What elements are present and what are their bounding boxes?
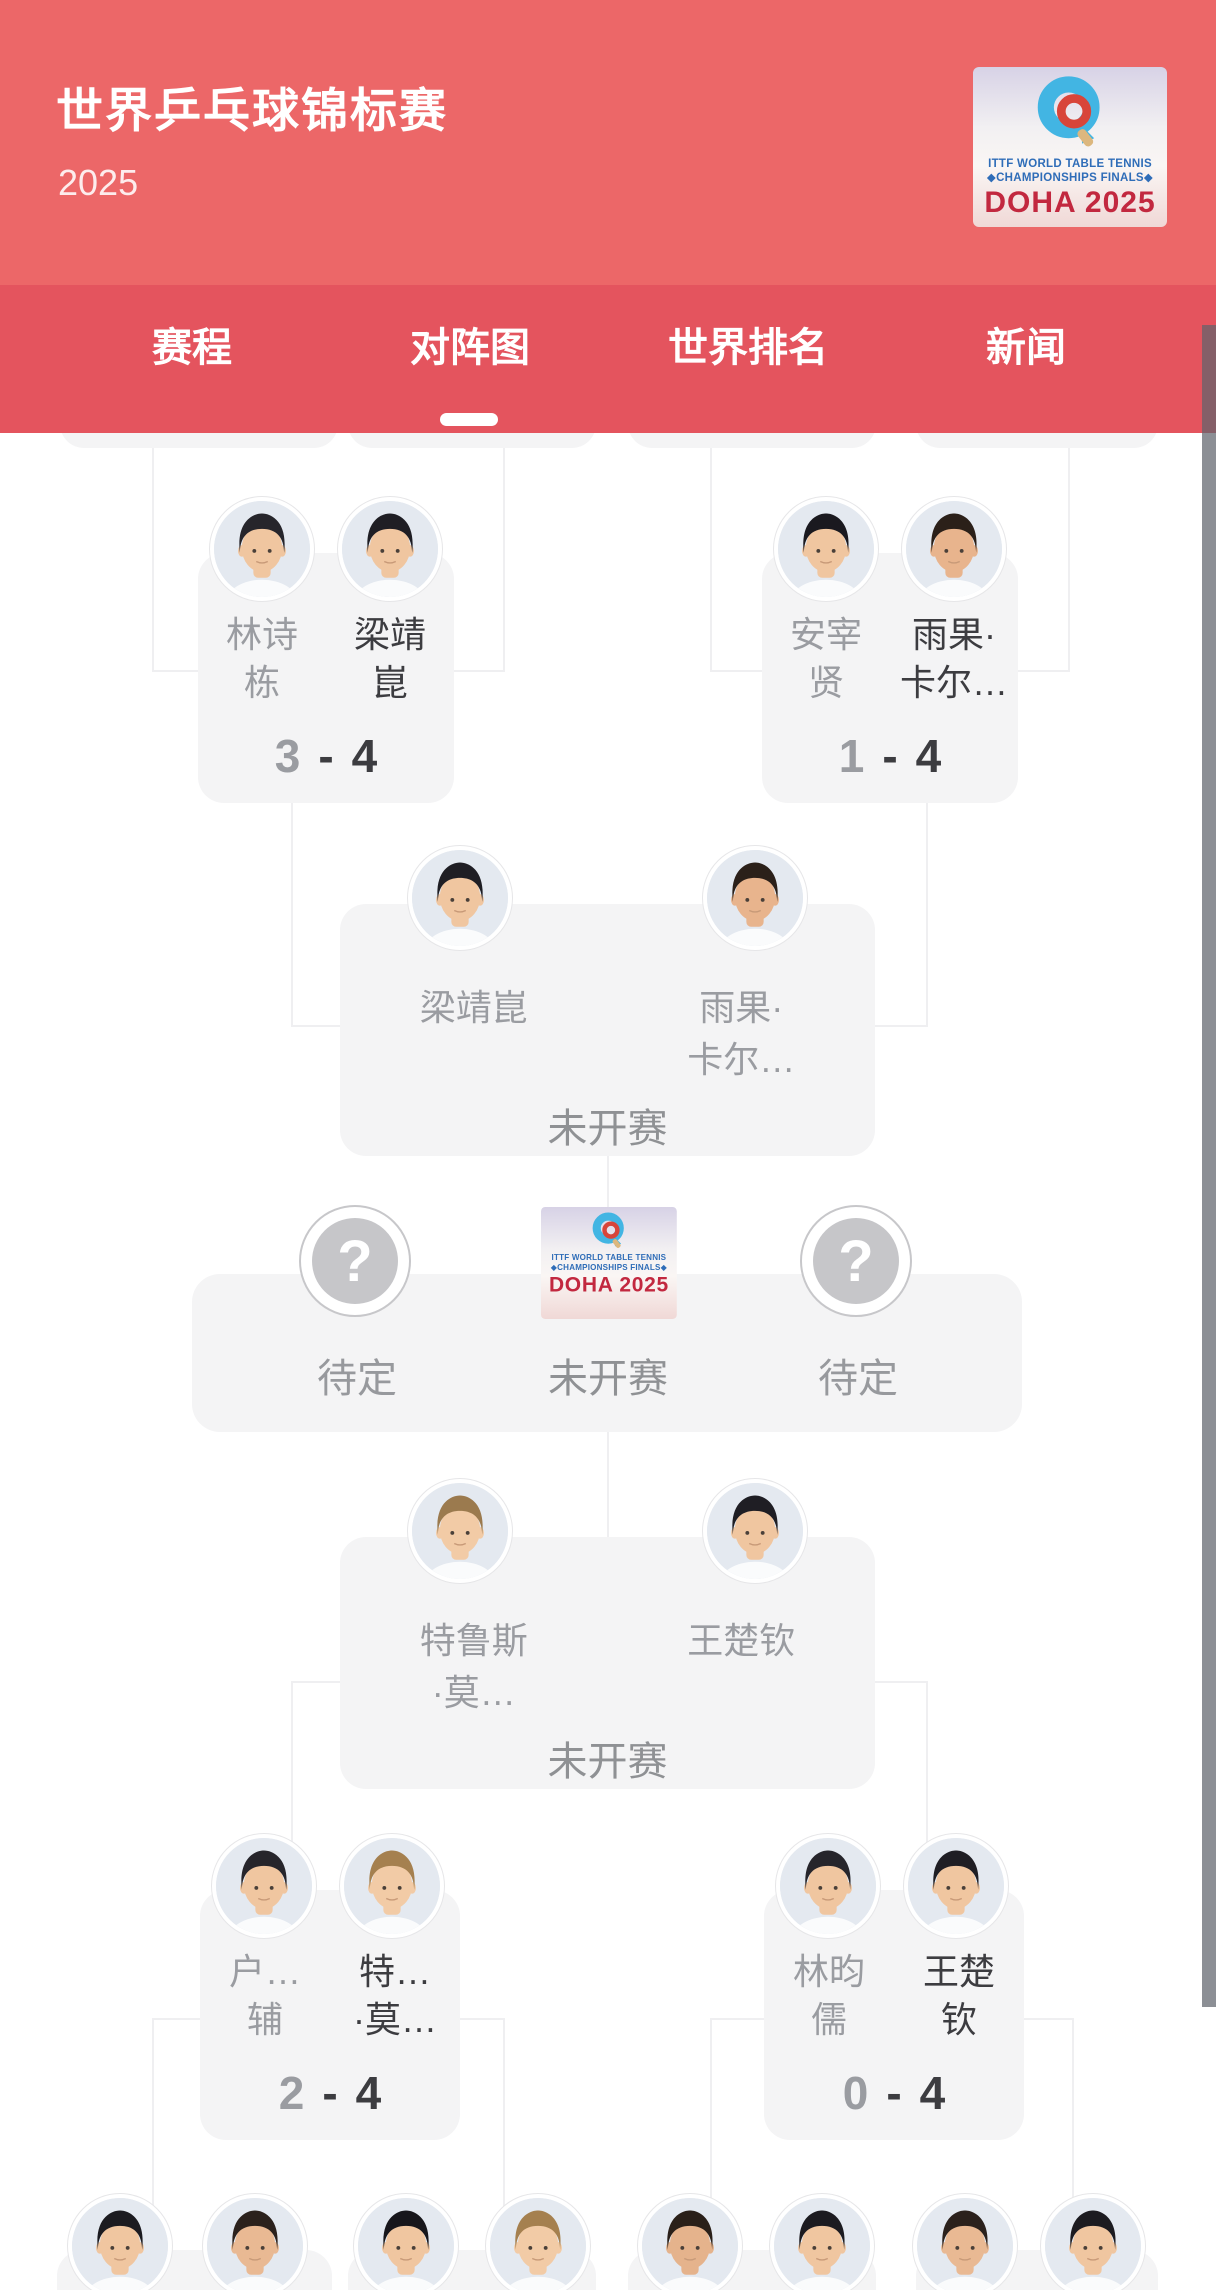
player-names: 安宰贤 雨果·卡尔… [762, 611, 1018, 707]
tournament-logo: ITTF WORLD TABLE TENNIS ◆CHAMPIONSHIPS F… [541, 1207, 677, 1323]
connector-line [1016, 670, 1070, 672]
tab-bar: 赛程 对阵图 世界排名 新闻 [0, 285, 1216, 433]
player-avatar [638, 2194, 742, 2290]
player-avatar [203, 2194, 307, 2290]
connector-line [152, 2018, 202, 2020]
player-avatar [703, 1479, 807, 1583]
connector-line [1068, 448, 1070, 672]
player-avatar [210, 497, 314, 601]
tab-news[interactable]: 新闻 [986, 326, 1066, 370]
connector-line [152, 2018, 154, 2270]
player-name: 王楚钦 [687, 1620, 796, 1661]
connector-line [1022, 2018, 1074, 2020]
player-avatar [913, 2194, 1017, 2290]
logo-text: ◆CHAMPIONSHIPS FINALS◆ [986, 172, 1154, 184]
connector-line [152, 670, 200, 672]
player-avatar [770, 2194, 874, 2290]
scrollbar-thumb[interactable] [1202, 325, 1216, 2007]
player-avatar [774, 497, 878, 601]
connector-line [503, 2018, 505, 2270]
connector-line [291, 803, 293, 1027]
player-name: 林昀儒 [792, 1951, 865, 2040]
match-status: 未开赛 [547, 1107, 668, 1151]
match-status: 未开赛 [547, 1740, 668, 1784]
match-card-qf2[interactable]: 安宰贤 雨果·卡尔… 1-4 [762, 497, 1018, 803]
player-avatar [340, 1834, 444, 1938]
player-name: 安宰贤 [789, 614, 862, 703]
player-names: 户…辅 特…·莫… [200, 1948, 460, 2044]
match-score: 3-4 [274, 730, 378, 782]
logo-text: ITTF WORLD TABLE TENNIS [988, 158, 1152, 170]
match-card-sf1[interactable]: 梁靖崑 雨果·卡尔… 未开赛 [340, 846, 875, 1156]
player-avatar [703, 846, 807, 950]
match-card-final[interactable]: ? ITTF WORLD TABLE TENNIS ◆CHAMPIONSHIPS… [192, 1205, 1022, 1432]
player-name: 林诗栋 [225, 614, 298, 703]
connector-line [607, 1432, 609, 1539]
player-names: 特鲁斯·莫… 王楚钦 [340, 1615, 875, 1719]
connector-line [710, 2018, 766, 2020]
connector-line [291, 1681, 293, 1891]
connector-line [926, 1681, 928, 1891]
player-avatar [408, 1479, 512, 1583]
logo-text: ◆CHAMPIONSHIPS FINALS◆ [550, 1263, 668, 1273]
connector-line [458, 2018, 505, 2020]
logo-text: ITTF WORLD TABLE TENNIS [551, 1253, 667, 1263]
logo-text: DOHA 2025 [984, 186, 1156, 219]
connector-line [710, 448, 712, 672]
app-header: 世界乒乓球锦标赛 2025 ITTF WORLD TABLE TENNIS ◆C… [0, 0, 1216, 285]
player-avatar [408, 846, 512, 950]
connector-line [926, 803, 928, 1027]
player-name: 王楚钦 [922, 1951, 995, 2040]
player-avatar [212, 1834, 316, 1938]
active-tab-indicator [440, 413, 498, 426]
player-avatar [338, 497, 442, 601]
match-status: 未开赛 [548, 1357, 668, 1401]
player-avatar [354, 2194, 458, 2290]
player-avatar [776, 1834, 880, 1938]
player-name: 雨果·卡尔… [687, 987, 796, 1080]
tbd-label: 待定 [317, 1357, 397, 1401]
unknown-player-icon: ? [800, 1205, 912, 1317]
connector-line [454, 670, 505, 672]
player-names: 梁靖崑 雨果·卡尔… [340, 982, 875, 1086]
player-name: 梁靖崑 [353, 614, 426, 703]
page-title: 世界乒乓球锦标赛 [56, 84, 448, 137]
connector-line [710, 670, 764, 672]
connector-line [503, 448, 505, 672]
player-name: 雨果·卡尔… [899, 614, 1008, 703]
ittf-q-icon [592, 1212, 624, 1248]
player-avatar [902, 497, 1006, 601]
player-avatar [486, 2194, 590, 2290]
player-name: 户…辅 [228, 1951, 301, 2040]
match-score: 1-4 [838, 730, 942, 782]
player-names: 林昀儒 王楚钦 [764, 1948, 1024, 2044]
match-card-sf2[interactable]: 特鲁斯·莫… 王楚钦 未开赛 [340, 1479, 875, 1789]
match-score: 0-4 [842, 2067, 946, 2119]
player-avatar [904, 1834, 1008, 1938]
player-avatar [68, 2194, 172, 2290]
unknown-player-icon: ? [299, 1205, 411, 1317]
player-name: 梁靖崑 [419, 987, 528, 1028]
player-names: 林诗栋 梁靖崑 [198, 611, 454, 707]
ittf-q-icon [1037, 76, 1100, 147]
connector-line [1072, 2018, 1074, 2270]
tab-rankings[interactable]: 世界排名 [668, 326, 828, 370]
season-label: 2025 [58, 162, 139, 203]
logo-text: DOHA 2025 [548, 1273, 669, 1297]
connector-line [710, 2018, 712, 2270]
match-card-qf3[interactable]: 户…辅 特…·莫… 2-4 [200, 1834, 460, 2140]
player-name: 特鲁斯·莫… [419, 1620, 528, 1713]
tab-bracket[interactable]: 对阵图 [410, 326, 530, 370]
tournament-logo: ITTF WORLD TABLE TENNIS ◆CHAMPIONSHIPS F… [973, 67, 1167, 227]
match-card-qf4[interactable]: 林昀儒 王楚钦 0-4 [764, 1834, 1024, 2140]
match-card-qf1[interactable]: 林诗栋 梁靖崑 3-4 [198, 497, 454, 803]
tab-schedule[interactable]: 赛程 [152, 326, 232, 370]
player-name: 特…·莫… [353, 1951, 437, 2040]
tbd-label: 待定 [818, 1357, 898, 1401]
connector-line [152, 448, 154, 672]
player-avatar [1041, 2194, 1145, 2290]
match-score: 2-4 [278, 2067, 382, 2119]
